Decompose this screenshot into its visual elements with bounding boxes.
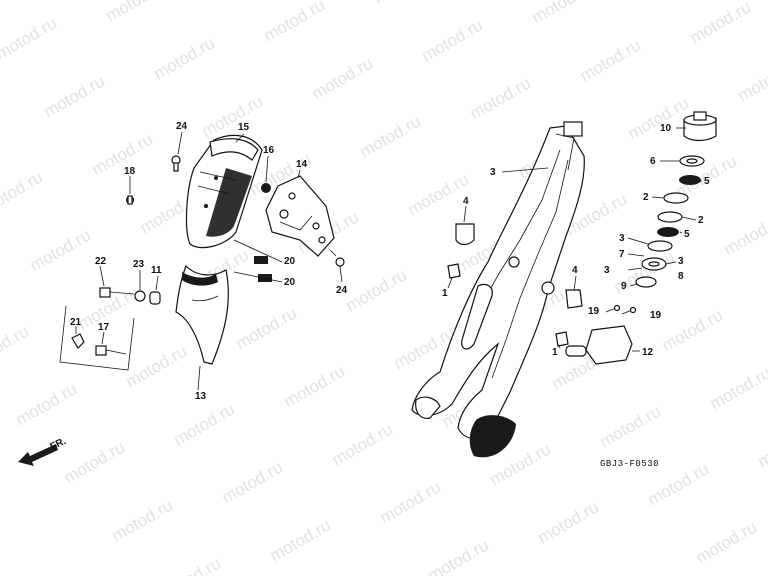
watermark-text: motod.ru	[329, 419, 397, 469]
watermark-text: motod.ru	[0, 321, 32, 371]
callout-7: 7	[619, 249, 625, 260]
watermark-text: motod.ru	[41, 71, 109, 121]
lower-cover-part	[175, 264, 229, 365]
watermark-text: motod.ru	[735, 55, 768, 105]
callout-19-b: 19	[650, 310, 662, 321]
watermark-text: motod.ru	[721, 209, 768, 259]
watermark-text: motod.ru	[425, 535, 493, 576]
watermark-text: motod.ru	[0, 0, 12, 5]
watermark-text: motod.ru	[89, 129, 157, 179]
callout-3-stack-a: 3	[619, 233, 625, 244]
watermark-text: motod.ru	[577, 35, 645, 85]
callout-2-top: 2	[643, 192, 649, 203]
watermark-text: motod.ru	[529, 0, 597, 27]
callout-15: 15	[238, 122, 250, 133]
watermark-text: motod.ru	[199, 91, 267, 141]
callout-16: 16	[263, 145, 275, 156]
watermark-text: motod.ru	[357, 111, 425, 161]
callout-12: 12	[642, 347, 654, 358]
callout-21: 21	[70, 317, 82, 328]
callout-24-bottom: 24	[336, 285, 348, 296]
watermark-text: motod.ru	[625, 93, 693, 143]
watermark-text: motod.ru	[707, 363, 768, 413]
callout-4-lower: 4	[572, 265, 578, 276]
callout-24-top: 24	[176, 121, 188, 132]
callout-23: 23	[133, 259, 145, 270]
callout-3-stack-c: 3	[678, 256, 684, 267]
callout-22: 22	[95, 256, 107, 267]
right-hardware-group	[447, 223, 637, 365]
watermark-text: motod.ru	[377, 477, 445, 527]
callout-19-a: 19	[588, 306, 600, 317]
watermark-text: motod.ru	[755, 421, 768, 471]
watermark-text: motod.ru	[467, 73, 535, 123]
callout-4-top: 4	[463, 196, 469, 207]
watermark-text: motod.ru	[219, 457, 287, 507]
watermark-text: motod.ru	[103, 0, 171, 25]
left-hardware-group	[99, 155, 345, 305]
watermark-text: motod.ru	[261, 0, 329, 45]
callout-2-lower: 2	[698, 215, 704, 226]
callout-11: 11	[151, 265, 162, 276]
watermark-text: motod.ru	[157, 553, 225, 576]
watermark-text: motod.ru	[233, 303, 301, 353]
front-label: FR.	[49, 436, 68, 453]
watermark-text: motod.ru	[151, 33, 219, 83]
callout-3-stack-b: 3	[604, 265, 610, 276]
inner-bracket-part	[265, 175, 335, 257]
front-direction-arrow: FR.	[18, 436, 68, 466]
callout-18: 18	[124, 166, 136, 177]
watermark-text: motod.ru	[405, 169, 473, 219]
main-frame-part	[411, 121, 585, 458]
leader-lines	[75, 127, 702, 391]
diagram-code: GBJ3-F0530	[600, 459, 659, 469]
watermark-text: motod.ru	[535, 497, 603, 547]
callout-8: 8	[678, 271, 684, 282]
callout-9: 9	[621, 281, 627, 292]
watermark-text: motod.ru	[0, 13, 60, 63]
watermark-text: motod.ru	[693, 517, 761, 567]
callout-1-lower: 1	[552, 347, 558, 358]
callout-20-b: 20	[284, 277, 296, 288]
watermark-text: motod.ru	[281, 361, 349, 411]
watermark-text: motod.ru	[597, 401, 665, 451]
front-cover-part	[185, 134, 263, 249]
callouts: 24 15 16 14 18 20 20 22 23 11 24 13 21 1…	[70, 121, 710, 402]
watermark-text: motod.ru	[109, 495, 177, 545]
callout-20-a: 20	[284, 256, 296, 267]
watermark-text: motod.ru	[419, 15, 487, 65]
watermark-text: motod.ru	[371, 0, 439, 7]
inset-box	[59, 305, 135, 371]
watermark-text: motod.ru	[13, 379, 81, 429]
watermark-text: motod.ru	[343, 265, 411, 315]
watermark-text: motod.ru	[267, 515, 335, 565]
callout-13: 13	[195, 391, 207, 402]
watermark-text: motod.ru	[61, 437, 129, 487]
watermark-text: motod.ru	[687, 0, 755, 47]
callout-5-top: 5	[704, 176, 710, 187]
callout-10: 10	[660, 123, 672, 134]
watermark-text: motod.ru	[309, 53, 377, 103]
callout-14: 14	[296, 159, 308, 170]
callout-17: 17	[98, 322, 110, 333]
watermark-text: motod.ru	[123, 341, 191, 391]
watermark-text: motod.ru	[27, 225, 95, 275]
callout-6: 6	[650, 156, 656, 167]
watermark-text: motod.ru	[659, 305, 727, 355]
watermark-text: motod.ru	[171, 399, 239, 449]
callout-5-lower: 5	[684, 229, 690, 240]
callout-1-top: 1	[442, 288, 448, 299]
watermark-text: motod.ru	[0, 167, 46, 217]
callout-3-frame: 3	[490, 167, 496, 178]
